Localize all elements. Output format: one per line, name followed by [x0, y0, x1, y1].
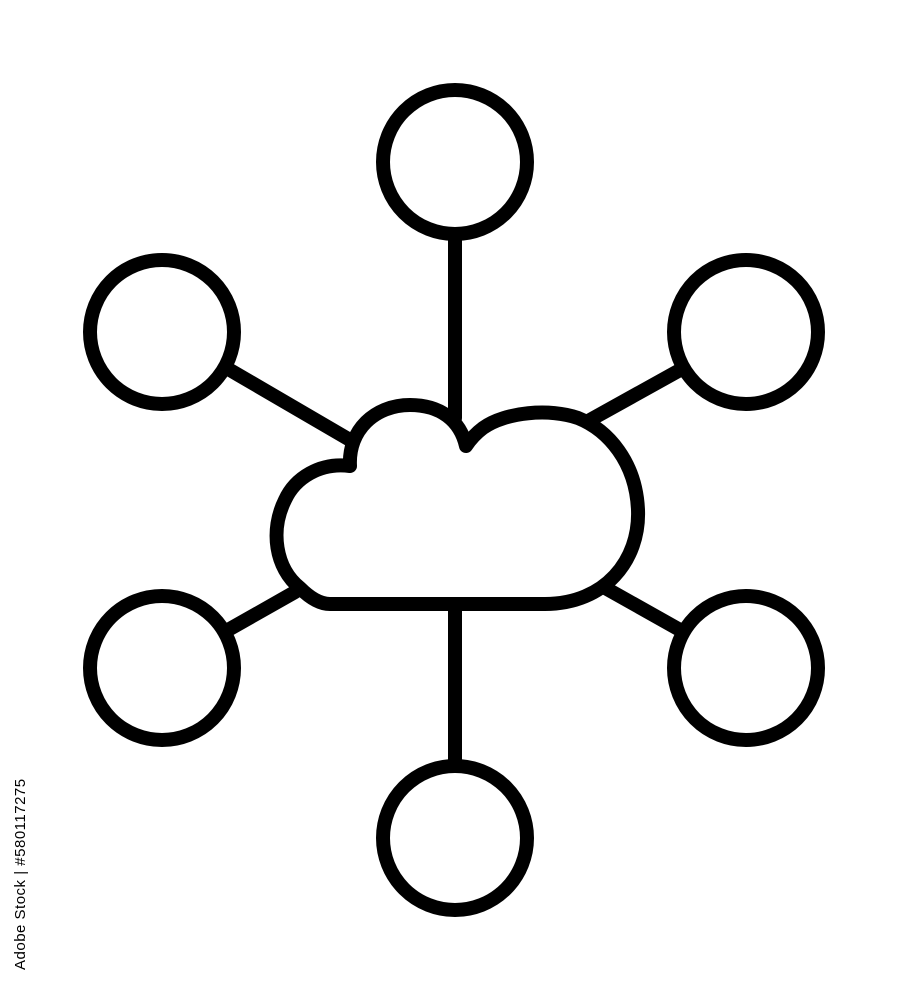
connector-upper-left — [223, 363, 357, 447]
node-lower-left — [83, 589, 241, 747]
node-upper-left — [83, 253, 241, 411]
satellite-nodes — [83, 83, 825, 917]
node-top — [376, 83, 534, 241]
stock-watermark-id: Adobe Stock | #580117275 — [12, 778, 29, 970]
cloud-icon — [269, 398, 646, 611]
connector-lower-left — [221, 585, 302, 637]
connector-lines — [221, 228, 687, 767]
node-bottom — [376, 759, 534, 917]
connector-upper-right — [583, 363, 687, 427]
node-upper-right — [667, 253, 825, 411]
node-lower-right — [667, 589, 825, 747]
connector-lower-right — [593, 578, 687, 637]
